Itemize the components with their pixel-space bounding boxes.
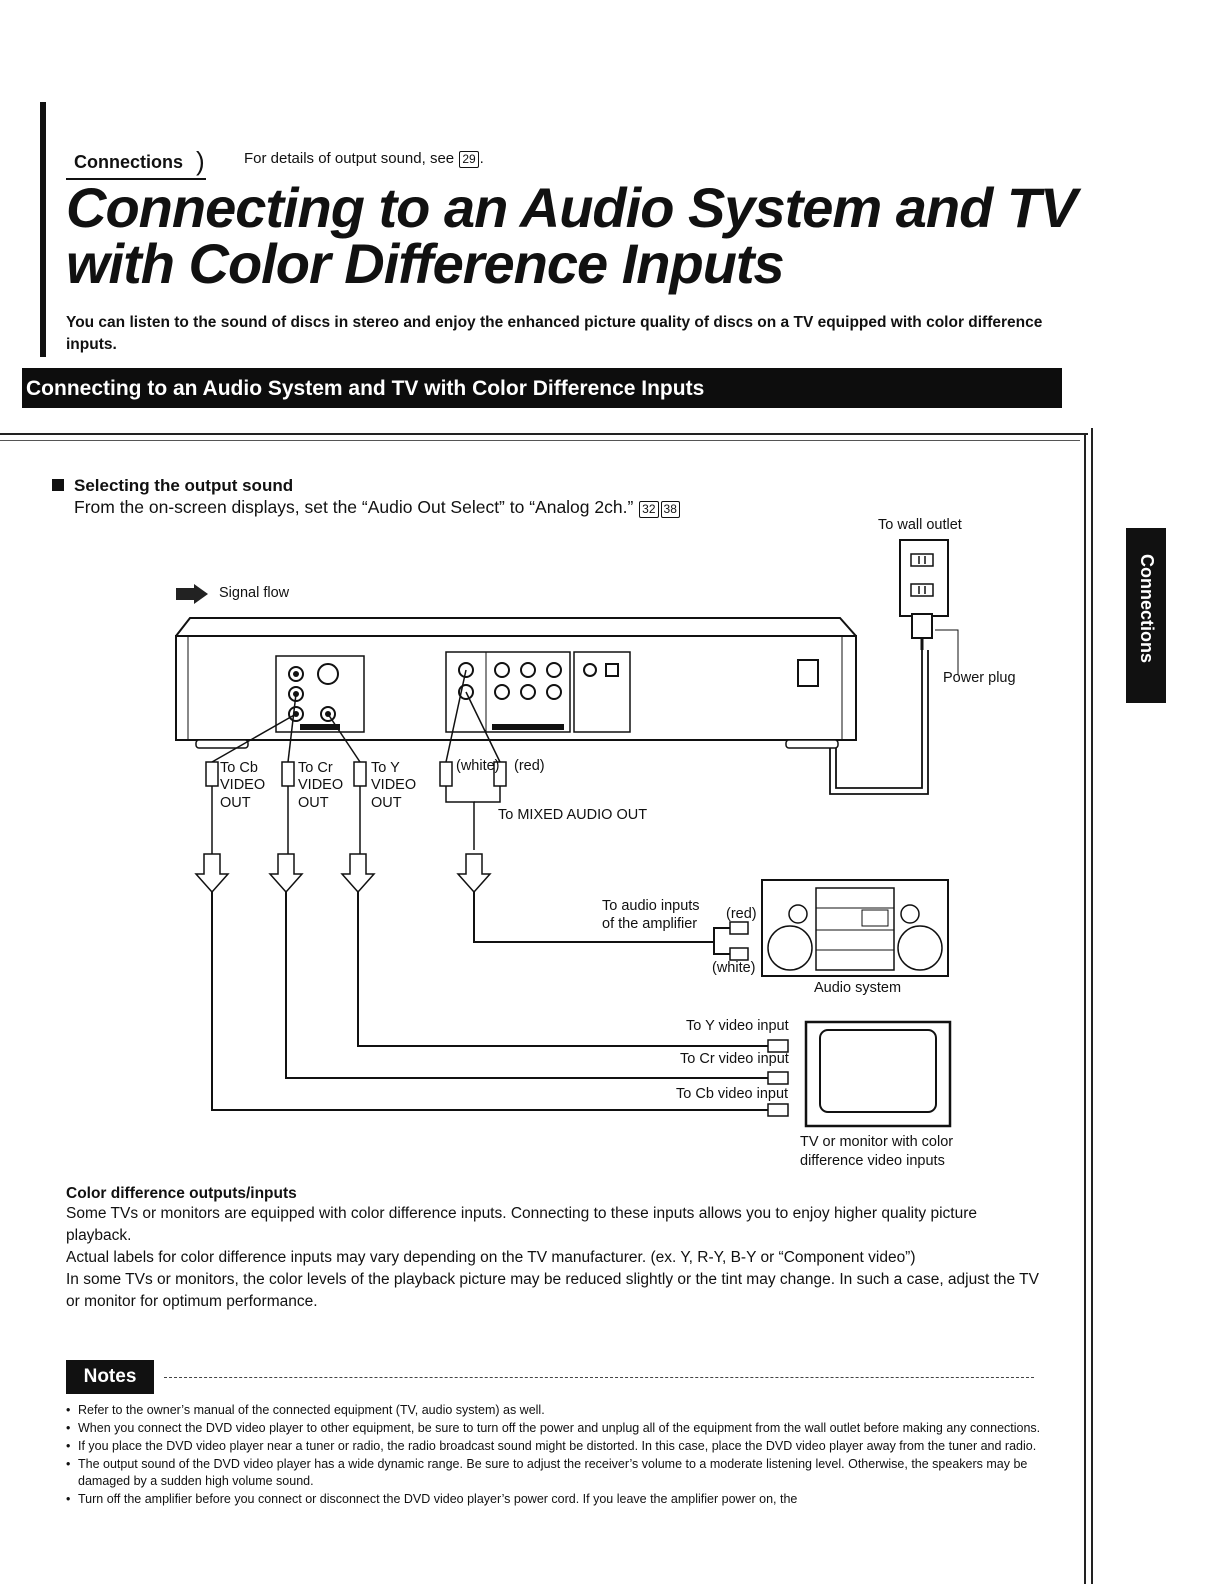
frame-border-right-outer: [1091, 428, 1093, 1584]
note-item: The output sound of the DVD video player…: [64, 1456, 1044, 1490]
down-arrow-icon: [194, 853, 492, 894]
power-plug-icon: [911, 613, 933, 650]
cb-label-line2: VIDEO: [220, 777, 265, 793]
mixed-audio-label: To MIXED AUDIO OUT: [498, 807, 647, 823]
page-ref-29: 29: [459, 151, 479, 168]
amp-white-plug-icon: [729, 947, 749, 961]
cb-plug-icon: [205, 761, 219, 787]
side-tab-label: Connections: [1137, 553, 1157, 663]
side-tab: Connections: [1126, 528, 1166, 703]
amp-white-label: (white): [712, 960, 756, 976]
cb-label-line1: To Cb: [220, 760, 258, 776]
red-label: (red): [514, 758, 545, 774]
selecting-heading: Selecting the output sound: [52, 476, 293, 496]
y-label-line1: To Y: [371, 760, 400, 776]
section-bracket: ): [196, 146, 205, 176]
white-plug-icon: [439, 761, 453, 787]
amp-red-label: (red): [726, 906, 757, 922]
cb-label-line3: OUT: [220, 795, 251, 811]
section-banner: Connecting to an Audio System and TV wit…: [22, 368, 1062, 408]
signal-flow-label: Signal flow: [219, 585, 290, 601]
tv-label-line2: difference video inputs: [800, 1153, 945, 1169]
color-diff-body: Some TVs or monitors are equipped with c…: [66, 1203, 1046, 1313]
cr-label-line2: VIDEO: [298, 777, 343, 793]
page-title: Connecting to an Audio System and TV wit…: [66, 176, 1077, 295]
selecting-instruction: From the on-screen displays, set the “Au…: [74, 497, 634, 517]
note-item: If you place the DVD video player near a…: [64, 1438, 1044, 1455]
y-input-plug-icon: [767, 1039, 789, 1053]
dvd-player-rear-panel: [175, 617, 857, 749]
cb-input-plug-icon: [767, 1103, 789, 1117]
cr-plug-icon: [281, 761, 295, 787]
page-ref-32: 32: [639, 501, 659, 518]
header-note: For details of output sound, see 29.: [244, 150, 484, 168]
amp-red-plug-icon: [729, 921, 749, 935]
white-label: (white): [456, 758, 500, 774]
color-diff-paragraph: Some TVs or monitors are equipped with c…: [66, 1205, 977, 1244]
color-diff-title: Color difference outputs/inputs: [66, 1185, 297, 1202]
frame-border-top-inner: [0, 440, 1080, 441]
intro-text: You can listen to the sound of discs in …: [66, 314, 1043, 353]
y-label-line3: OUT: [371, 795, 402, 811]
notes-divider: [164, 1377, 1034, 1378]
selecting-text: From the on-screen displays, set the “Au…: [74, 497, 681, 518]
section-label-underline: [66, 178, 206, 180]
header-note-text: For details of output sound, see: [244, 150, 455, 167]
cr-input-plug-icon: [767, 1071, 789, 1085]
notes-heading: Notes: [66, 1360, 154, 1394]
y-label-line2: VIDEO: [371, 777, 416, 793]
tv-icon: [804, 1020, 952, 1128]
audio-system-icon: [761, 879, 949, 977]
wall-outlet-icon: [899, 539, 949, 617]
connection-diagram: Signal flow To wall outlet Power plug: [175, 517, 1016, 1169]
power-plug-label: Power plug: [943, 670, 1016, 686]
signal-flow-icon: [176, 584, 208, 604]
color-diff-paragraph: Actual labels for color difference input…: [66, 1249, 916, 1266]
frame-border-top: [0, 433, 1088, 435]
square-bullet-icon: [52, 479, 64, 491]
cr-input-label: To Cr video input: [680, 1051, 789, 1067]
color-diff-paragraph: In some TVs or monitors, the color level…: [66, 1271, 1039, 1310]
cb-input-label: To Cb video input: [676, 1086, 788, 1102]
audio-system-label: Audio system: [814, 980, 901, 996]
cr-label-line3: OUT: [298, 795, 329, 811]
cr-label-line1: To Cr: [298, 760, 333, 776]
note-item: When you connect the DVD video player to…: [64, 1420, 1044, 1437]
y-input-label: To Y video input: [686, 1018, 789, 1034]
tv-label-line1: TV or monitor with color: [800, 1134, 953, 1150]
wall-outlet-label: To wall outlet: [878, 517, 962, 533]
audio-inputs-label-line1: To audio inputs: [602, 898, 700, 914]
frame-border-right: [1084, 433, 1086, 1584]
notes-list: Refer to the owner’s manual of the conne…: [64, 1402, 1044, 1509]
selecting-title: Selecting the output sound: [74, 476, 294, 495]
audio-inputs-label-line2: of the amplifier: [602, 916, 697, 932]
note-item: Refer to the owner’s manual of the conne…: [64, 1402, 1044, 1419]
page-margin-bar: [40, 102, 46, 357]
y-plug-icon: [353, 761, 367, 787]
page-ref-38: 38: [660, 501, 680, 518]
section-label: Connections: [74, 152, 184, 172]
note-item: Turn off the amplifier before you connec…: [64, 1491, 1044, 1508]
